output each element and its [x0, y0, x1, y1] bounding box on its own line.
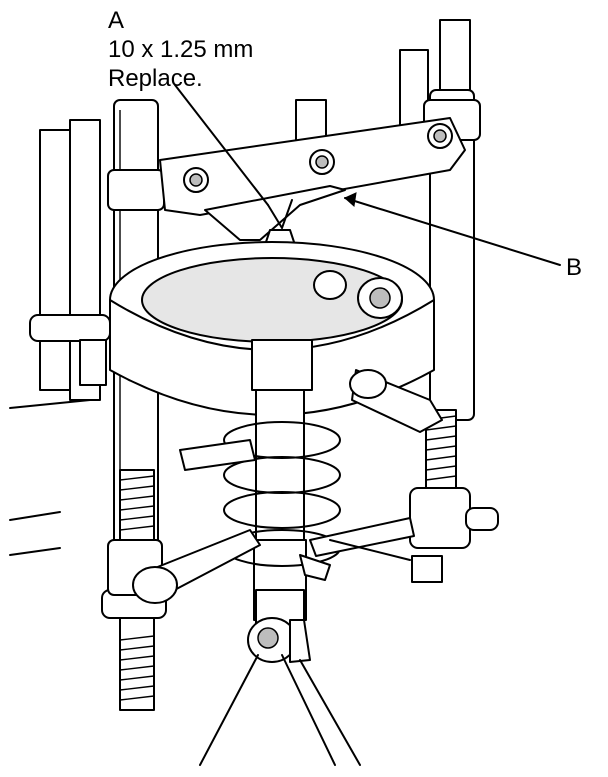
- clamp-handles: [29, 314, 443, 433]
- left-guide-rod: [101, 99, 167, 711]
- leader-lines: [174, 84, 561, 766]
- callout-b-letter: B: [566, 254, 583, 281]
- top-yoke: [159, 117, 466, 241]
- right-guide-rod: [409, 89, 499, 583]
- coil-spring: [223, 421, 341, 581]
- lower-arms: [132, 439, 415, 604]
- strut-body: [251, 339, 313, 621]
- callout-a-size: 10 x 1.25 mm: [108, 36, 254, 63]
- strut-lower-mount: [247, 589, 311, 663]
- callout-a-note: Replace.: [108, 65, 203, 92]
- callout-a-letter: A: [108, 7, 125, 34]
